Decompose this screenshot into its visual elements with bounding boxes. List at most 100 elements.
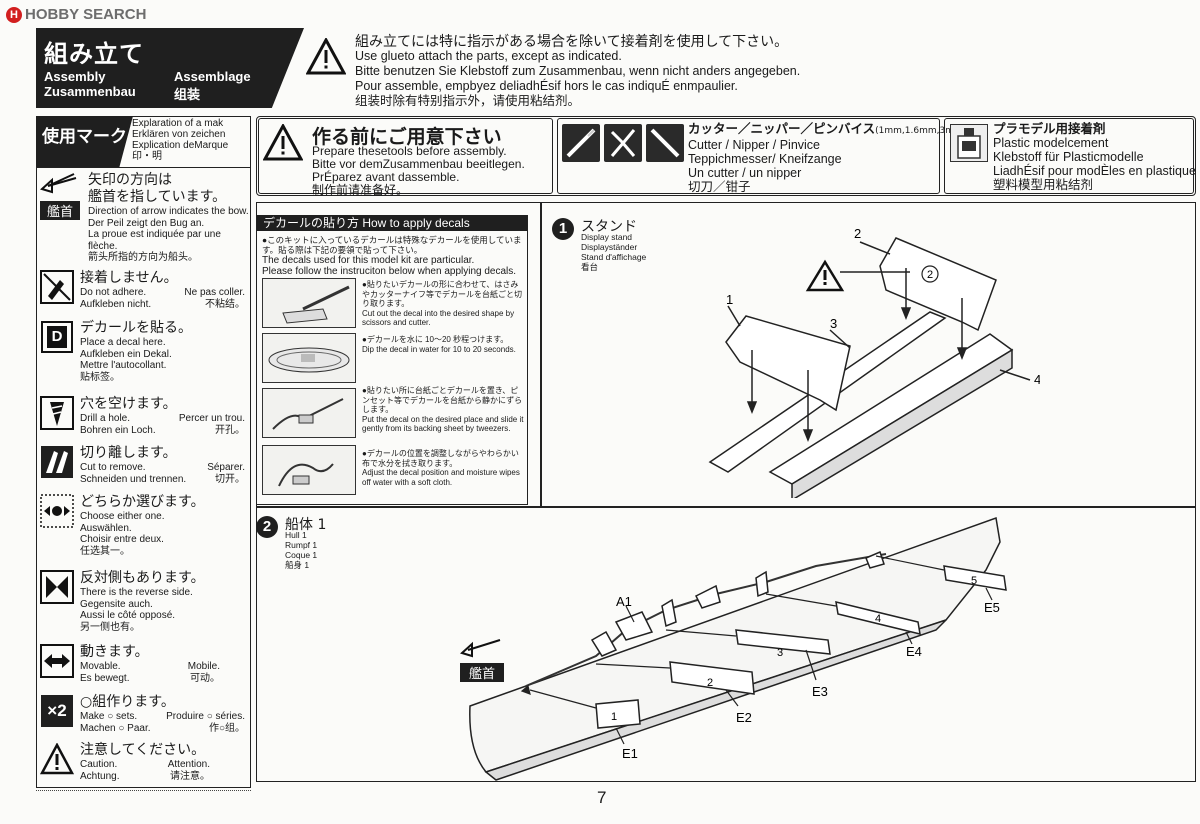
steps-divider-horizontal	[256, 506, 1196, 508]
step-1-title: スタンド	[581, 219, 637, 235]
mark-cut-l2b: 切开。	[215, 473, 245, 485]
mark-drill-l2b: 开孔。	[215, 424, 245, 436]
mark-decal-l1: Place a decal here.	[80, 337, 166, 348]
step-1-sub-cn: 看台	[581, 262, 599, 272]
mark-choose-l3: Choisir entre deux.	[80, 534, 164, 545]
glue-de: Klebstoff für Plasticmodelle	[993, 150, 1144, 164]
mark-decal-jp: デカールを貼る。	[80, 320, 192, 336]
marks-subtitle: Explaration of a mak Erklären von zeiche…	[132, 118, 250, 162]
mark-caution: 注意してください。 Caution.Attention. Achtung.请注意…	[40, 742, 250, 782]
mark-reverse-l2: Gegensite auch.	[80, 598, 153, 610]
no-glue-icon	[40, 270, 74, 304]
glue-bottle-icon	[950, 124, 988, 162]
page-number: 7	[597, 788, 607, 807]
mark-no-glue-l2a: Aufkleben nicht.	[80, 298, 152, 310]
mark-reverse-l4: 另一侧也有。	[80, 621, 140, 633]
mark-cut-l2a: Schneiden und trennen.	[80, 473, 187, 485]
mark-sets-l1b: Produire ○ séries.	[166, 711, 245, 722]
mark-caution-l1a: Caution.	[80, 759, 118, 770]
decal-step-1-image	[262, 278, 356, 328]
mark-bow: 艦首 矢印の方向は 艦首を指しています。 Direction of arrow …	[40, 172, 250, 264]
step-2-sub-fr: Coque 1	[285, 550, 318, 560]
hull-label-e4: E4	[906, 644, 922, 659]
hull-part-1: 1	[611, 711, 617, 723]
step-2-title-num: 1	[317, 517, 327, 533]
stand-label-3: 3	[830, 316, 837, 331]
decal-step-4-en: Adjust the decal position and moisture w…	[362, 468, 520, 487]
hull-label-e1: E1	[622, 746, 638, 761]
marks-sub-fr: Explication deMarque	[132, 140, 229, 151]
logo-text: HOBBY SEARCH	[25, 6, 147, 23]
assembly-banner: 組み立て Assembly Assemblage Zusammenbau 组装	[36, 28, 304, 108]
logo-mark: H	[6, 6, 22, 23]
mark-bow-l4: 箭头所指的方向为船头。	[88, 252, 198, 263]
mark-cut-l1b: Séparer.	[207, 462, 245, 473]
assembly-title-de: Zusammenbau	[44, 84, 136, 99]
tools-en: Cutter / Nipper / Pinvice	[688, 138, 820, 152]
decal-step-2-en: Dip the decal in water for 10 to 20 seco…	[362, 344, 516, 354]
mark-decal: D デカールを貼る。 Place a decal here. Aufkleben…	[40, 320, 250, 383]
hull-bow-badge: 艦首	[460, 663, 504, 682]
mark-reverse-l3: Aussi le côté opposé.	[80, 610, 176, 621]
glue-jp: プラモデル用接着剤	[993, 121, 1106, 136]
step-2-sub-en: Hull 1	[285, 530, 307, 540]
tools-text: カッター／ニッパー／ピンバイス(1mm,1.6mm,3mm) Cutter / …	[688, 121, 966, 195]
stand-label-2: 2	[854, 226, 861, 241]
decal-step-1-en: Cut out the decal into the desired shape…	[362, 308, 515, 328]
step-1-number: 1	[552, 218, 574, 240]
glue-cn: 塑料模型用粘结剂	[993, 178, 1094, 192]
mark-bow-jp1: 矢印の方向は	[88, 172, 172, 188]
mark-movable-jp: 動きます。	[80, 644, 149, 660]
preparation-fr: PrÉparez avant dassemble.	[312, 170, 460, 184]
intro-fr: Pour assemble, empbyez deliadhÉsif hors …	[355, 79, 738, 93]
decal-step-2-text: ●デカールを水に 10～20 秒程つけます。Dip the decal in w…	[362, 335, 524, 354]
decal-step-1-jp: ●貼りたいデカールの形に合わせて、はさみやカッターナイフ等でデカールを台紙ごと切…	[362, 280, 522, 308]
intro-de: Bitte benutzen Sie Klebstoff zum Zusamme…	[355, 64, 801, 78]
decal-step-4-text: ●デカールの位置を調整しながらやわらかい布で水分を拭き取ります。Adjust t…	[362, 449, 524, 487]
preparation-title: 作る前にご用意下さい	[312, 126, 502, 148]
step-2-sub-de: Rumpf 1	[285, 540, 318, 550]
step-2-title-jp: 船体	[285, 517, 313, 533]
sidebar-divider	[36, 790, 251, 791]
caution-icon	[40, 742, 74, 776]
tools-panel	[557, 118, 940, 194]
decal-intro-en2: Please follow the instruciton below when…	[262, 266, 517, 277]
assembly-title-row-2: Zusammenbau 组装	[44, 84, 296, 103]
mark-drill-jp: 穴を空けます。	[80, 396, 177, 412]
tools-cn: 切刀／钳子	[688, 180, 751, 194]
step-1-sub-de: Displayständer	[581, 242, 638, 252]
preparation-de: Bitte vor demZusammenbau beeitlegen.	[312, 157, 525, 171]
step-1-sub-en: Display stand	[581, 232, 633, 242]
hull-label-a1: A1	[616, 594, 632, 609]
mark-sets-l2a: Machen ○ Paar.	[80, 722, 151, 734]
mark-choose-l1: Choose either one.	[80, 511, 165, 522]
mark-bow-l2: Der Peil zeigt den Bug an.	[88, 217, 205, 229]
mark-cut-l1a: Cut to remove.	[80, 462, 146, 473]
glue-en: Plastic modelcement	[993, 136, 1109, 150]
preparation-cn: 制作前请准备好。	[312, 183, 409, 197]
mark-bow-jp2: 艦首を指しています。	[88, 189, 227, 205]
mark-decal-l4: 贴标签。	[80, 371, 120, 383]
decal-step-4-image	[262, 445, 356, 495]
decal-icon: D	[40, 320, 74, 354]
mark-bow-l1: Direction of arrow indicates the bow.	[88, 206, 249, 217]
mark-sets: ×2 ○組作ります。 Make ○ sets.Produire ○ séries…	[40, 694, 250, 734]
hull-part-4: 4	[875, 613, 881, 625]
bow-badge: 艦首	[40, 201, 80, 220]
glue-text: プラモデル用接着剤 Plastic modelcement Klebstoff …	[993, 121, 1196, 193]
assembly-title-fr: Assemblage	[174, 69, 251, 84]
intro-cn: 组装时除有特别指示外，请使用粘结剂。	[355, 94, 581, 108]
stand-diagram: 2 1 2 3 4	[708, 226, 1040, 498]
tools-jp: カッター／ニッパー／ピンバイス	[688, 121, 876, 136]
marks-title: 使用マーク	[36, 116, 133, 167]
mark-no-glue-l2b: 不粘结。	[205, 298, 245, 310]
mark-movable: 動きます。 Movable.Mobile. Es bewegt.可动。	[40, 644, 250, 684]
assembly-title-jp: 組み立て	[44, 40, 144, 68]
preparation-box	[256, 116, 1196, 196]
glue-fr: LiadhÉsif pour modÈles en plastique	[993, 164, 1196, 178]
mark-caution-jp: 注意してください。	[80, 742, 206, 758]
hull-part-2: 2	[707, 677, 713, 689]
mark-drill-l1b: Percer un trou.	[178, 413, 245, 424]
hull-diagram: 1 2 3 4 5 E1 E2 E3 E4 E5 A1	[469, 516, 1007, 781]
mark-no-glue-jp: 接着しません。	[80, 270, 178, 286]
